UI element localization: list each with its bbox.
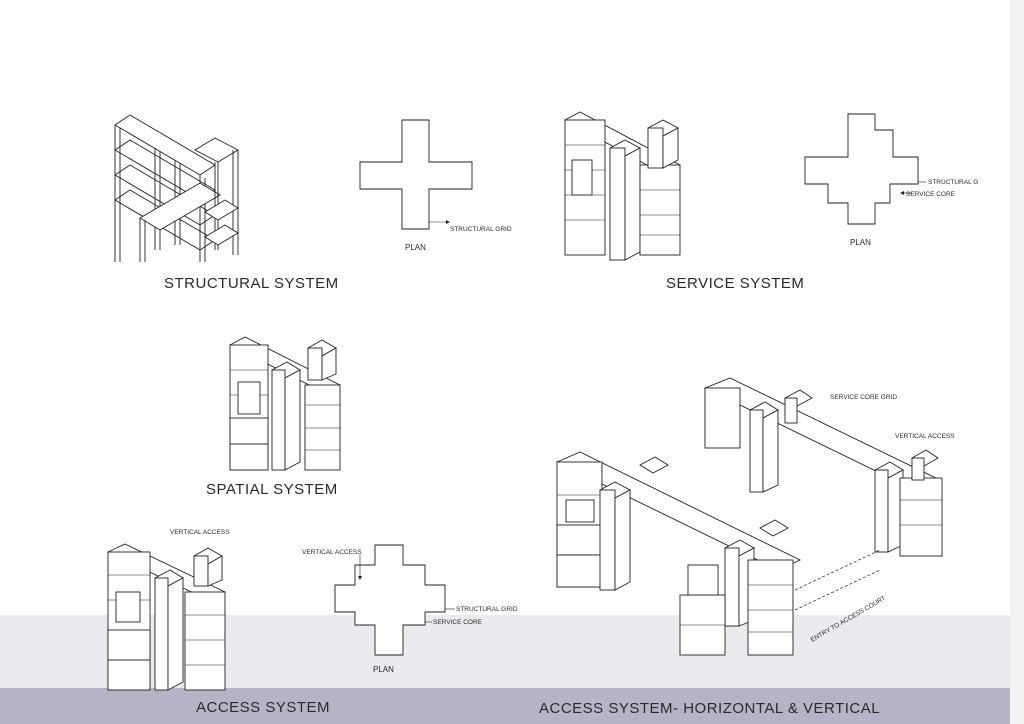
vertical-access-top-label: VERTICAL ACCESS	[170, 529, 230, 536]
structural-plan	[359, 119, 473, 230]
structural-system-title: STRUCTURAL SYSTEM	[164, 275, 339, 292]
service-core-label: SERVICE CORE	[906, 191, 956, 198]
right-edge	[1010, 0, 1024, 724]
spatial-system-isometric	[229, 336, 341, 471]
structural-g-label: STRUCTURAL G	[928, 179, 978, 186]
access-plan	[334, 544, 455, 656]
structural-system-isometric	[114, 114, 239, 262]
vertical-access-plan-label: VERTICAL ACCESS	[302, 549, 362, 556]
access-structural-grid-label: STRUCTURAL GRID	[456, 606, 518, 613]
service-system-isometric	[564, 111, 681, 261]
access-plan-label: PLAN	[373, 665, 394, 674]
vertical-access-right-label: VERTICAL ACCESS	[895, 433, 955, 440]
service-plan-label: PLAN	[850, 238, 871, 247]
service-plan	[804, 113, 926, 225]
entry-to-access-court-label: ENTRY TO ACCESS COURT	[810, 595, 887, 644]
structural-plan-label: PLAN	[405, 243, 426, 252]
access-system-isometric	[106, 543, 227, 691]
access-hv-title: ACCESS SYSTEM- HORIZONTAL & VERTICAL	[539, 700, 880, 717]
title-strip	[0, 688, 1024, 724]
access-system-title: ACCESS SYSTEM	[196, 699, 330, 716]
structural-grid-label: STRUCTURAL GRID	[450, 226, 512, 233]
service-system-title: SERVICE SYSTEM	[666, 275, 804, 292]
service-core-grid-label: SERVICE CORE GRID	[830, 394, 897, 401]
access-hv-isometric	[555, 377, 943, 656]
access-service-core-label: SERVICE CORE	[433, 619, 483, 626]
spatial-system-title: SPATIAL SYSTEM	[206, 481, 338, 498]
